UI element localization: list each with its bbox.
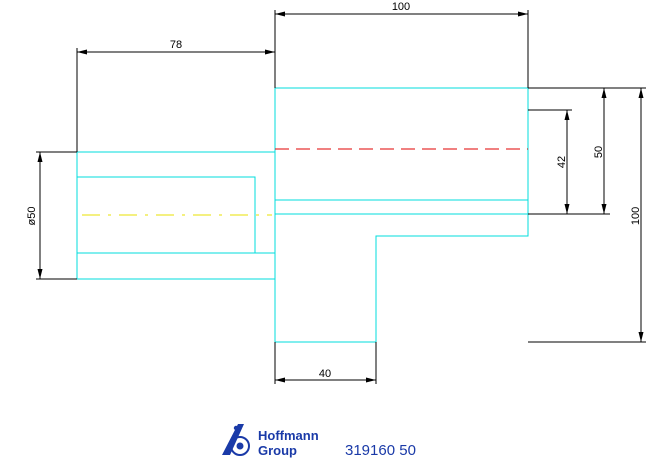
main-body-outline <box>274 87 529 343</box>
dimension-42: 42 <box>528 109 572 215</box>
dimension-left-78: 78 <box>76 39 275 152</box>
dimension-bottom-40: 40 <box>274 342 377 384</box>
dim-label-diameter-50: ø50 <box>26 207 38 226</box>
hoffmann-emblem-icon <box>222 424 250 456</box>
dimension-top-100: 100 <box>274 1 529 88</box>
dimension-right-100: 100 <box>528 87 646 343</box>
hoffmann-group-logo: Hoffmann Group <box>222 424 319 458</box>
dimension-50: 50 <box>528 87 610 215</box>
part-geometry <box>76 87 529 343</box>
dim-label-bottom-40: 40 <box>319 368 331 380</box>
logo-line-2: Group <box>258 443 297 458</box>
dim-label-right-100: 100 <box>630 207 642 225</box>
part-number: 319160 50 <box>345 442 416 459</box>
dim-label-50: 50 <box>593 146 605 158</box>
dim-label-left-78: 78 <box>170 39 182 51</box>
dimension-diameter-50: ø50 <box>26 151 77 280</box>
dim-label-42: 42 <box>556 156 568 168</box>
dim-label-top-100: 100 <box>392 1 410 13</box>
logo-line-1: Hoffmann <box>258 428 319 443</box>
